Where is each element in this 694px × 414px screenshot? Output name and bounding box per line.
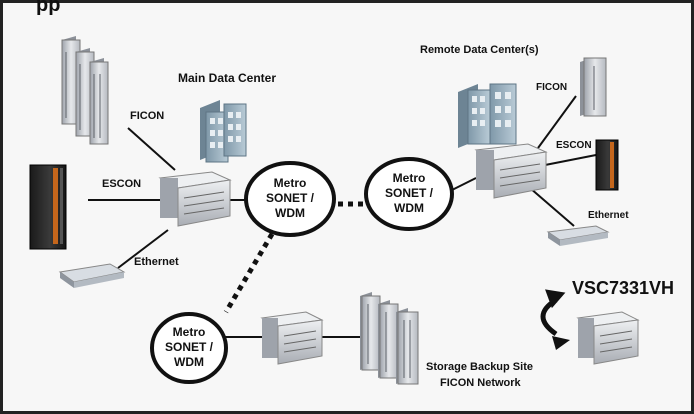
switch-main-data-center [158, 171, 232, 227]
main-data-center-label: Main Data Center [178, 71, 277, 85]
metro-node-1-line-3: WDM [275, 206, 305, 220]
ficon-right-label: FICON [536, 82, 568, 93]
backup-site-label: Storage Backup Site [426, 361, 533, 373]
vsc7331vh-device [576, 311, 640, 365]
switch-backup-site [260, 311, 324, 365]
ethernet-switch-left [58, 263, 126, 288]
metro-node-2-label: Metro SONET / WDM [369, 171, 449, 216]
link-ficon-left [127, 127, 176, 171]
metro-node-3-line-2: SONET / [164, 340, 213, 354]
backup-network-label: FICON Network [440, 377, 521, 389]
ficon-left-label: FICON [130, 110, 165, 122]
mainframe-escon-left [29, 164, 67, 250]
metro-node-1 [244, 161, 336, 237]
escon-left-label: ESCON [102, 178, 142, 190]
escon-right-label: ESCON [556, 140, 592, 151]
dotted-links [223, 201, 368, 314]
metro-node-1-label: Metro SONET / WDM [250, 176, 330, 221]
remote-data-center-label: Remote Data Center(s) [420, 44, 539, 56]
ethernet-switch-right [546, 225, 610, 246]
metro-node-3-line-3: WDM [174, 355, 204, 369]
storage-rack-backup-site [360, 292, 419, 385]
server-rack-ficon-left [61, 36, 109, 145]
metro-node-2-line-3: WDM [394, 201, 424, 215]
metro-node-3 [150, 312, 228, 384]
link-ethernet-right [529, 187, 575, 227]
main-data-center-building [200, 100, 247, 163]
curved-arrow-icon [540, 289, 570, 350]
metro-node-3-line-1: Metro [172, 325, 206, 339]
metro-node-2-line-2: SONET / [384, 186, 433, 200]
ethernet-right-label: Ethernet [588, 210, 629, 221]
mainframe-escon-right [595, 139, 619, 191]
remote-data-center-building [458, 83, 517, 148]
dotted-link-metro-1-to-metro-3 [223, 232, 275, 314]
ethernet-left-label: Ethernet [134, 256, 179, 268]
vsc7331vh-label: VSC7331VH [572, 278, 675, 298]
switch-remote-data-center [474, 143, 548, 199]
link-ethernet-left [117, 229, 169, 269]
link-ficon-right [537, 95, 577, 149]
metro-node-3-label: Metro SONET / WDM [149, 325, 229, 370]
metro-node-1-line-2: SONET / [265, 191, 314, 205]
link-escon-right [539, 154, 597, 167]
server-ficon-right [580, 57, 607, 117]
page-title-fragment: pp [36, 0, 61, 16]
metro-node-2-line-1: Metro [392, 171, 426, 185]
metro-node-2 [364, 157, 454, 231]
link-metro-2-to-switch [451, 177, 477, 191]
metro-node-1-line-1: Metro [273, 176, 307, 190]
